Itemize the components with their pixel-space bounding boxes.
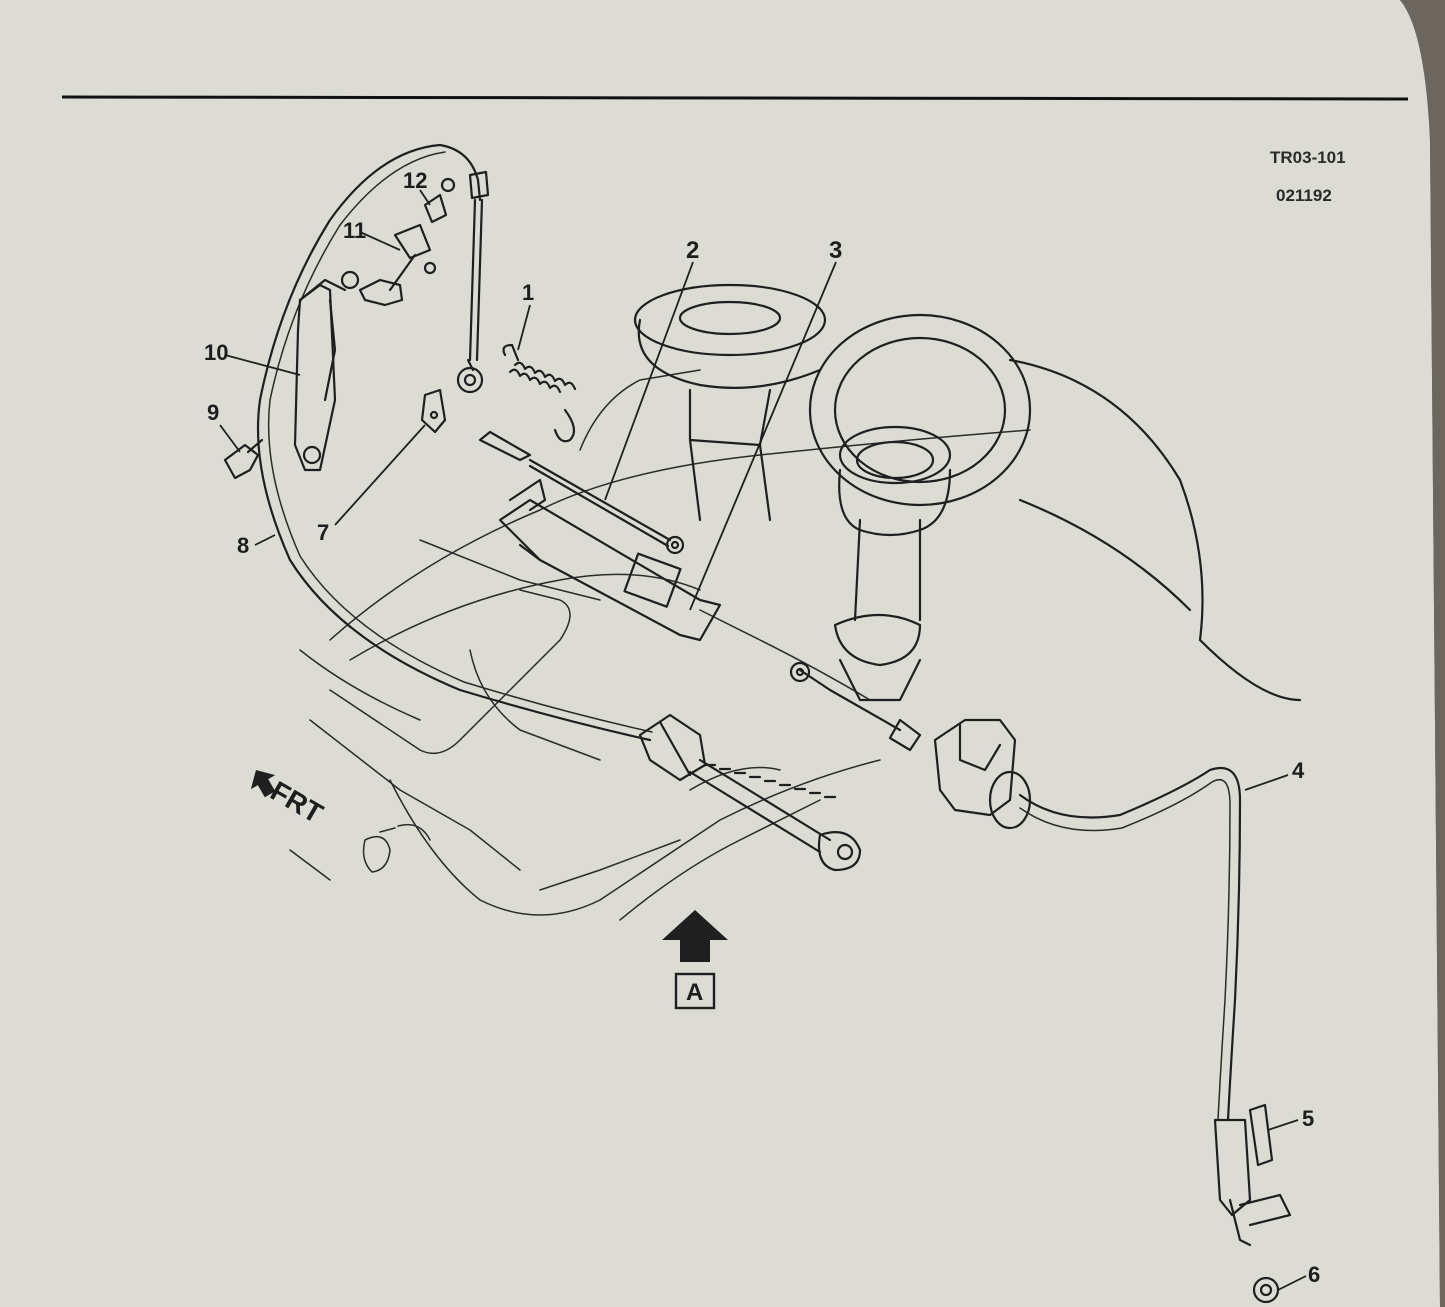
callout-3: 3 <box>829 237 842 264</box>
equalizer-rod <box>478 430 685 555</box>
callout-12: 12 <box>403 168 427 193</box>
leader-lines <box>219 189 1307 1291</box>
callout-1: 1 <box>522 280 534 305</box>
callout-9: 9 <box>207 400 219 425</box>
view-a-box <box>674 972 716 1010</box>
rear-cable <box>789 661 1292 1304</box>
front-arrow-icon <box>250 770 276 798</box>
callout-5: 5 <box>1302 1106 1314 1131</box>
equalizer-bracket <box>498 478 722 642</box>
callout-7: 7 <box>317 520 329 545</box>
page-edge-shadow <box>1400 0 1445 1307</box>
return-spring <box>502 343 577 443</box>
view-a-indicator: A <box>662 910 728 1010</box>
header-rule <box>61 95 1409 101</box>
callout-6: 6 <box>1308 1262 1320 1287</box>
front-cable <box>256 143 653 742</box>
rear-axle-housing <box>808 313 1302 702</box>
callout-10: 10 <box>204 340 228 365</box>
view-a-label: A <box>686 979 703 1006</box>
callout-11: 11 <box>343 218 366 243</box>
up-arrow-icon <box>662 910 728 962</box>
fuel-filler-outline <box>289 823 431 881</box>
callout-2: 2 <box>686 237 699 264</box>
cable-adjuster <box>638 713 862 872</box>
figure-ref-code: TR03-101 <box>1270 148 1346 167</box>
callout-8: 8 <box>237 533 249 558</box>
figure-ref-date: 021192 <box>1276 186 1332 205</box>
pedal-assembly <box>223 177 456 480</box>
callout-4: 4 <box>1292 758 1305 783</box>
